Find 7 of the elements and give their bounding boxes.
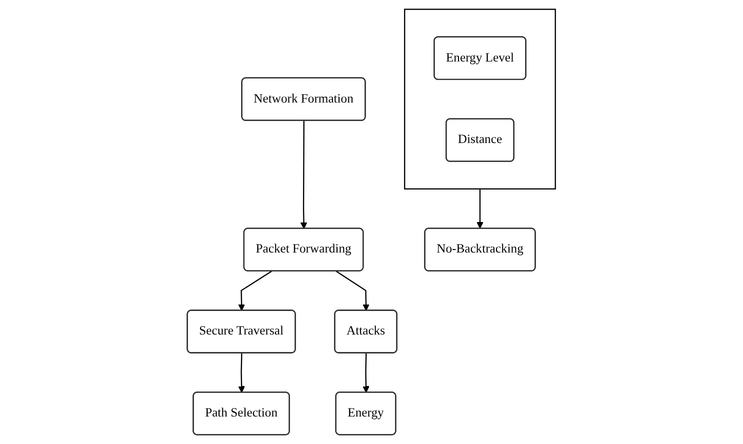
arrow	[238, 270, 272, 311]
cluster	[404, 8, 556, 190]
arrow	[300, 120, 308, 229]
arrow	[476, 188, 484, 229]
arrow	[362, 353, 370, 393]
arrow	[238, 353, 246, 393]
arrow	[336, 270, 370, 311]
